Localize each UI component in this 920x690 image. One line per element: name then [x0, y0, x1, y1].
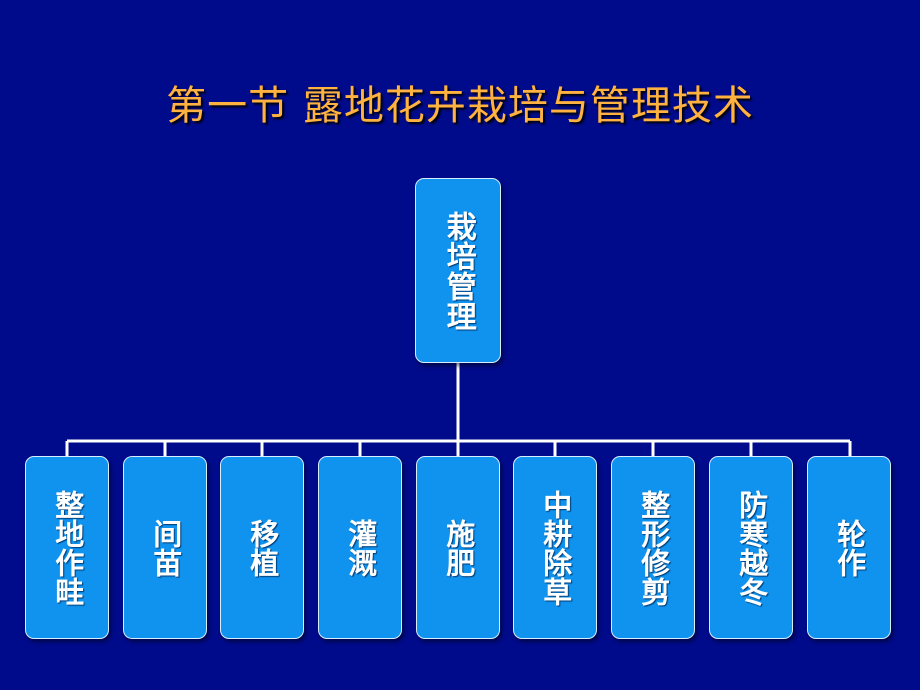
child-node-7: 整形修剪 — [611, 456, 695, 639]
root-node-label: 栽培管理 — [440, 210, 476, 331]
child-node-4: 灌溉 — [318, 456, 402, 639]
child-node-9: 轮作 — [807, 456, 891, 639]
child-node-2: 间苗 — [123, 456, 207, 639]
root-node-cultivation-management: 栽培管理 — [415, 178, 501, 363]
child-node-label: 移植 — [245, 518, 280, 577]
child-node-5: 施肥 — [416, 456, 500, 639]
child-node-label: 灌溉 — [343, 518, 378, 577]
child-node-label: 整形修剪 — [636, 489, 671, 606]
child-node-label: 施肥 — [441, 518, 476, 577]
child-node-6: 中耕除草 — [513, 456, 597, 639]
child-node-label: 整地作畦 — [50, 489, 85, 606]
child-node-label: 间苗 — [148, 518, 183, 577]
child-node-8: 防寒越冬 — [709, 456, 793, 639]
child-node-1: 整地作畦 — [25, 456, 109, 639]
child-node-label: 防寒越冬 — [734, 489, 769, 606]
slide-title: 第一节 露地花卉栽培与管理技术 — [166, 83, 754, 129]
child-node-label: 轮作 — [832, 518, 867, 577]
child-node-3: 移植 — [220, 456, 304, 639]
child-node-label: 中耕除草 — [538, 489, 573, 606]
